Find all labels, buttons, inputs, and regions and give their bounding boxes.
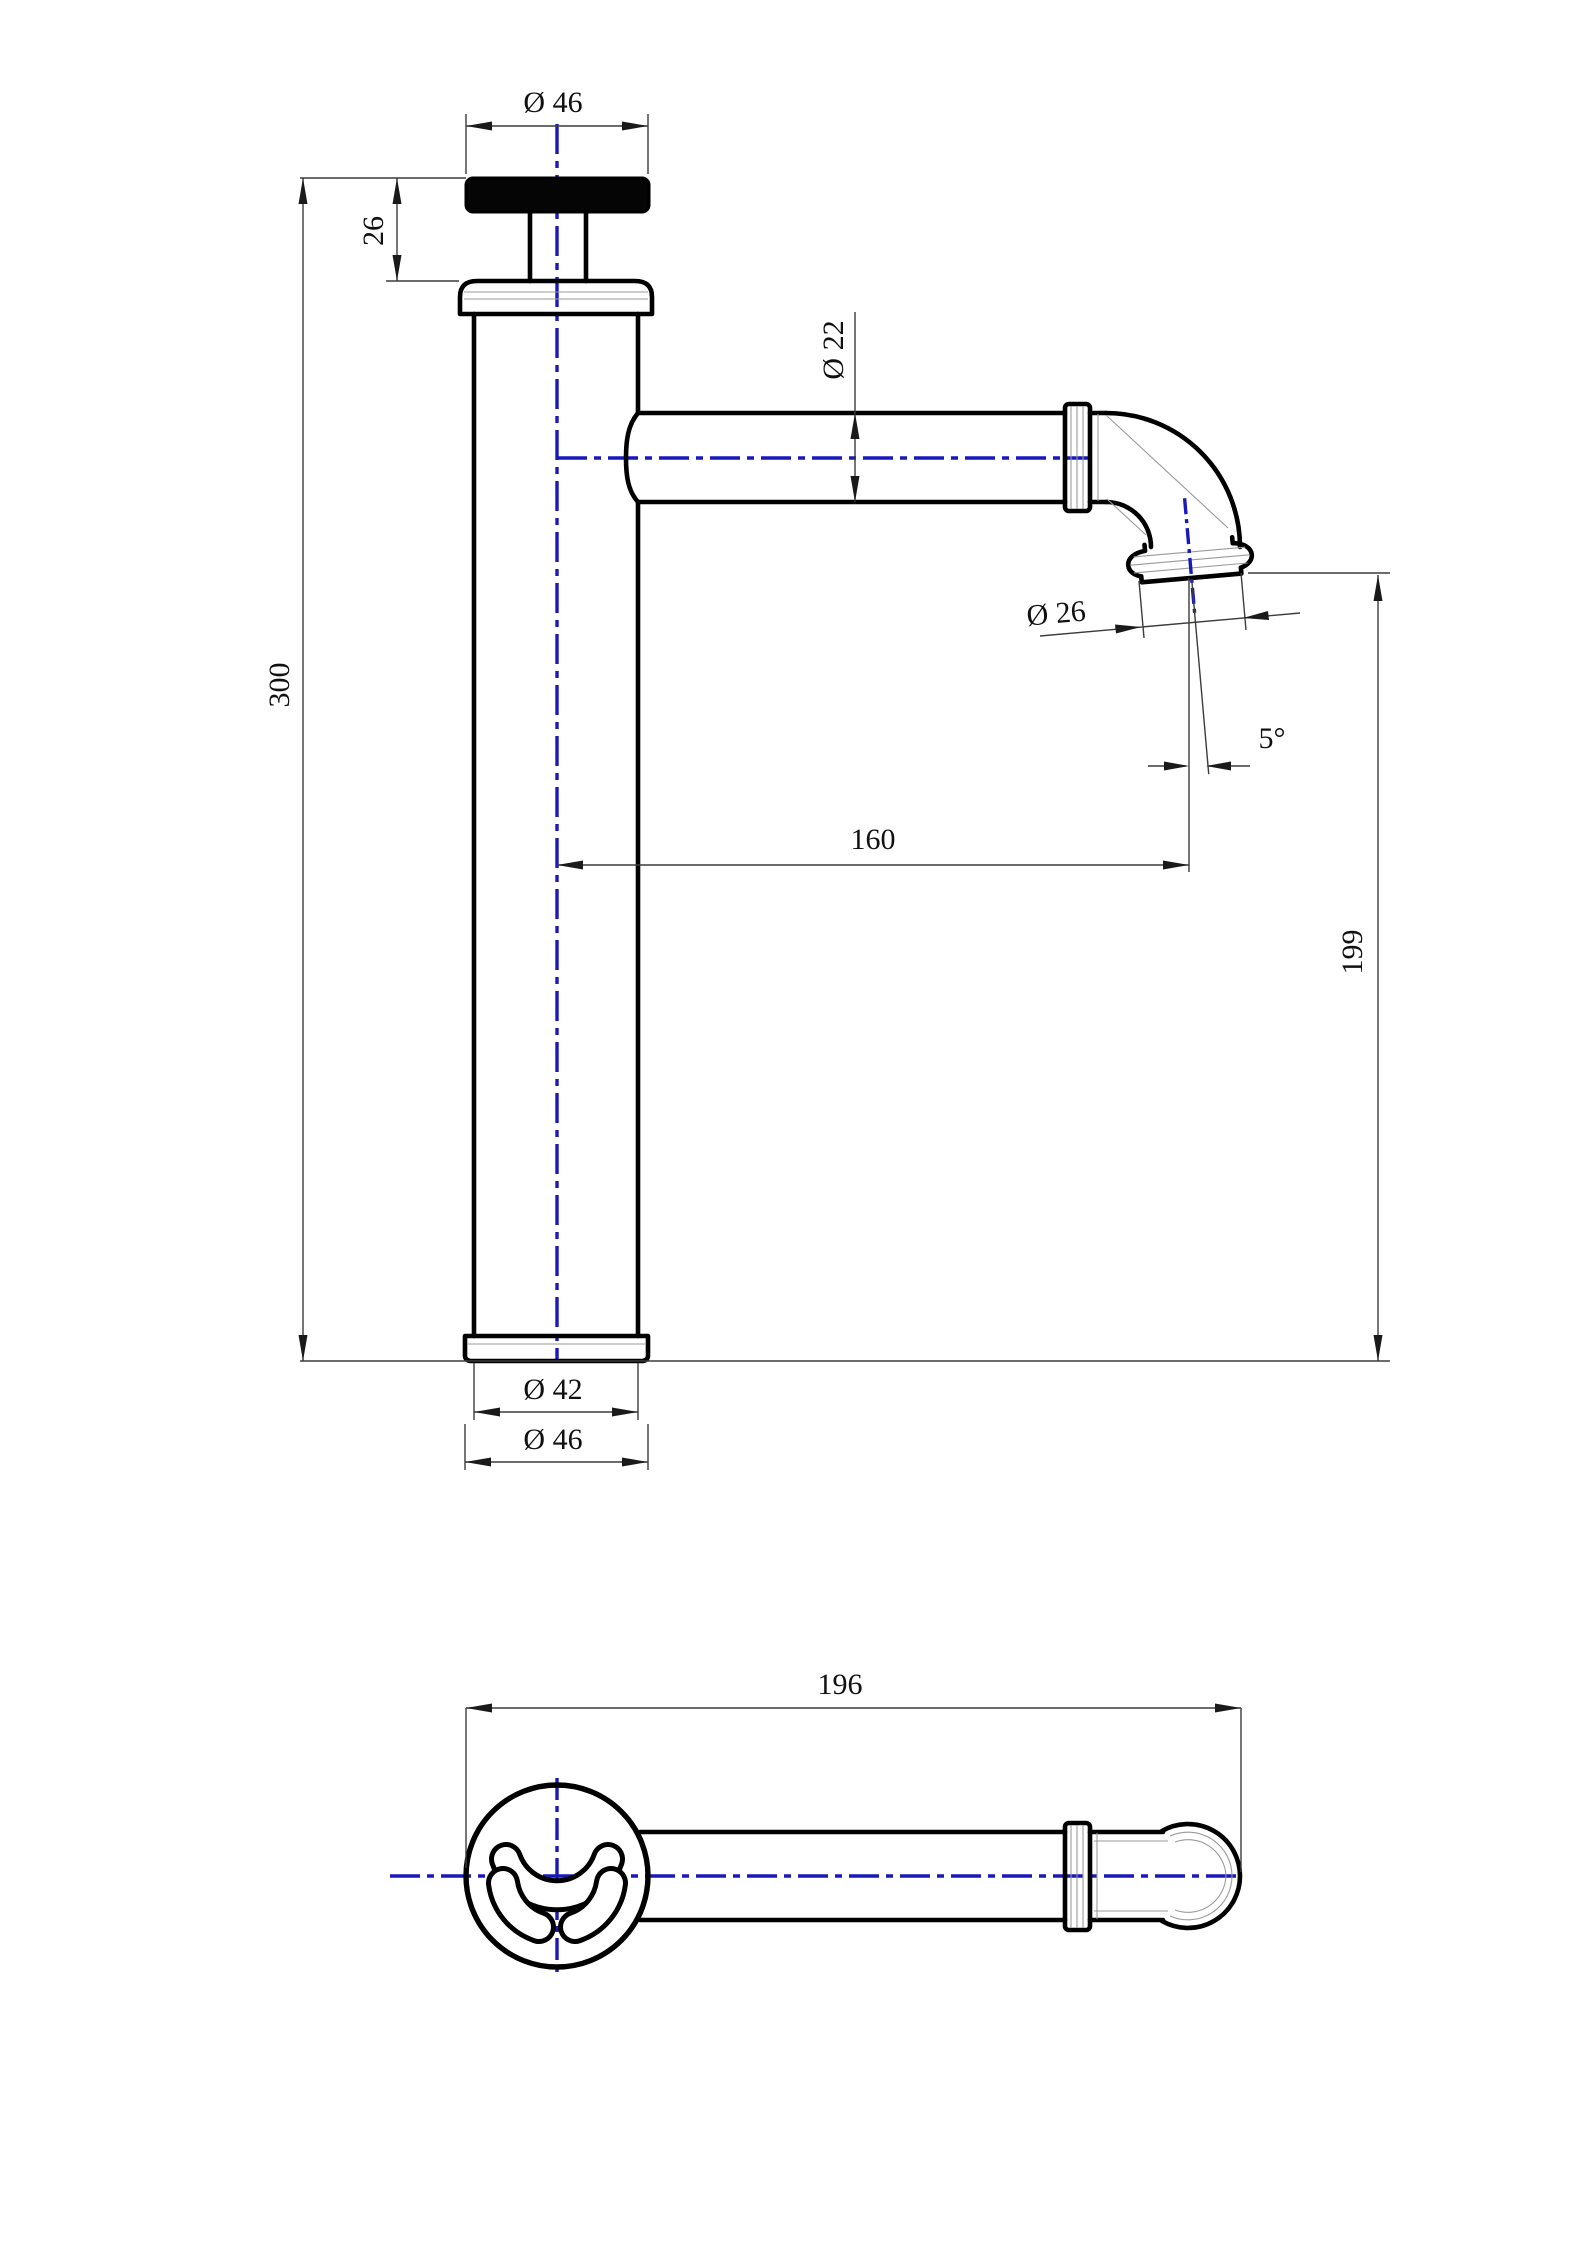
handwheel: [463, 1782, 651, 1970]
arrowhead: [466, 121, 492, 131]
arrowhead: [1115, 624, 1141, 634]
spout-elbow: [1103, 410, 1255, 775]
arrowhead: [622, 121, 648, 131]
plan-view: 196: [390, 1668, 1243, 1972]
elbow-socket-line-1: [1106, 415, 1229, 529]
handle-knob: [464, 176, 651, 284]
elbow-outer-arc: [1103, 410, 1243, 550]
dim-overall-height-label: 300: [263, 663, 296, 708]
arrowhead: [1373, 1335, 1383, 1361]
dimension-plan-overall-length: 196: [465, 1668, 1242, 1872]
arrowhead: [557, 860, 583, 870]
arrowhead: [850, 476, 860, 502]
plan-coupling-ring: [1062, 1820, 1093, 1933]
outlet-axis-extension: [1191, 579, 1210, 775]
dim-knob-height-label: 26: [357, 216, 390, 246]
arrowhead: [1163, 860, 1189, 870]
top-collar: [457, 278, 655, 317]
spout-coupling-ring: [1062, 401, 1093, 514]
front-centerlines: [555, 124, 1088, 1360]
arrowhead: [622, 1457, 648, 1467]
arrowhead: [298, 178, 308, 204]
dim-base-inner-diameter-label: Ø 42: [523, 1373, 582, 1406]
elbow-inner-arc: [1103, 499, 1154, 550]
plan-end-cap-inner-1: [1169, 1831, 1233, 1921]
arrowhead: [1164, 761, 1189, 771]
spout-tube: [635, 401, 1109, 514]
front-view: Ø 46 26 300 Ø 22 Ø 2: [263, 86, 1390, 1470]
outlet-coupling: [1125, 498, 1255, 775]
plan-elbow-end-cap: [1159, 1821, 1243, 1931]
dimension-spout-diameter: Ø 22: [817, 312, 860, 502]
arrowhead: [298, 1335, 308, 1361]
arrowhead: [465, 1457, 491, 1467]
dimension-base-inner-diameter: Ø 42: [473, 1363, 639, 1420]
arrowhead: [392, 255, 402, 281]
dim-base-outer-diameter-label: Ø 46: [523, 1423, 582, 1456]
dim-spout-diameter-label: Ø 22: [817, 320, 850, 379]
dim-knob-diameter-label: Ø 46: [523, 86, 582, 119]
dim-spout-reach-label: 160: [851, 823, 896, 856]
dimension-spout-reach: 160: [557, 823, 1189, 870]
dim-outlet-angle-label: 5°: [1259, 722, 1286, 755]
dimension-outlet-diameter: Ø 26: [1025, 572, 1301, 639]
dimension-knob-height: 26: [300, 177, 466, 282]
elbow-socket-line-2: [1106, 498, 1147, 536]
outlet-coupling-outline: [1125, 534, 1255, 585]
body-tube: [471, 311, 641, 1339]
dimension-knob-diameter: Ø 46: [465, 86, 649, 174]
arrowhead: [392, 178, 402, 204]
dimension-overall-height: 300: [263, 178, 308, 1361]
plan-end-cap-inner-2: [1174, 1839, 1227, 1913]
collar-outline: [457, 278, 655, 317]
arrowhead: [1243, 611, 1269, 620]
arrowhead: [1373, 575, 1383, 601]
dim-outlet-height-label: 199: [1336, 930, 1369, 975]
plan-spout: [637, 1820, 1243, 1933]
dimension-base-outer-diameter: Ø 46: [464, 1423, 649, 1470]
knob-body: [464, 176, 651, 214]
handwheel-rim: [463, 1782, 651, 1970]
dimension-outlet-height: 199: [1248, 572, 1390, 1361]
dim-plan-overall-length-label: 196: [818, 1668, 863, 1701]
arrowhead: [1206, 761, 1231, 771]
arrowhead: [850, 413, 860, 439]
arrowhead: [1215, 1703, 1241, 1713]
arrowhead: [612, 1407, 638, 1417]
spout-saddle-curve: [623, 410, 641, 505]
dim-outlet-diameter-label: Ø 26: [1025, 595, 1087, 633]
arrowhead: [466, 1703, 492, 1713]
arrowhead: [474, 1407, 500, 1417]
dimension-outlet-angle: 5°: [1148, 578, 1286, 872]
